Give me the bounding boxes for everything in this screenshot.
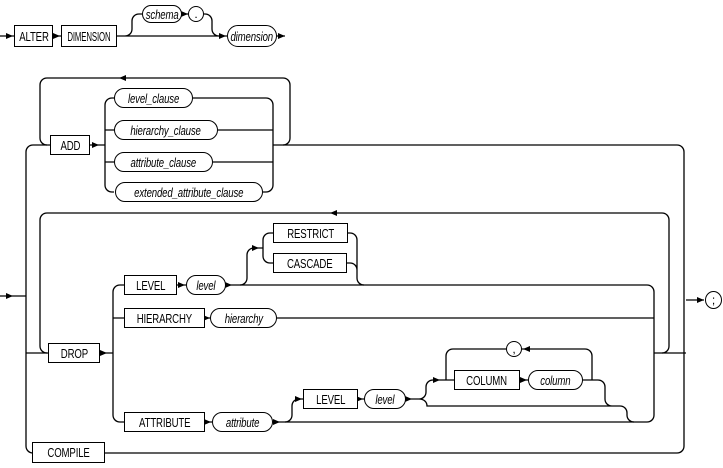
keyword-label: COLUMN <box>466 372 508 388</box>
variable-schema: schema <box>142 5 182 23</box>
keyword-box-column: COLUMN <box>454 370 520 390</box>
variable-label: hierarchy <box>224 310 263 326</box>
semicolon-label: ; <box>711 293 716 307</box>
keyword-box-dimension: DIMENSION <box>61 25 117 47</box>
add-branch-lines <box>90 97 274 193</box>
keyword-label: ALTER <box>18 28 49 44</box>
keyword-box-level: LEVEL <box>124 275 177 295</box>
keyword-box-level-2: LEVEL <box>303 389 358 409</box>
dot-label: . <box>194 7 198 21</box>
variable-hierarchy-clause: hierarchy_clause <box>114 120 218 140</box>
keyword-box-hierarchy: HIERARCHY <box>124 308 205 328</box>
add-loop-line <box>39 77 291 146</box>
variable-label: level_clause <box>127 90 180 106</box>
keyword-label: HIERARCHY <box>136 310 193 326</box>
variable-level: level <box>186 275 226 295</box>
keyword-label: RESTRICT <box>287 225 334 241</box>
variable-label: level <box>375 391 395 407</box>
keyword-box-alter: ALTER <box>14 25 53 47</box>
variable-label: attribute <box>225 414 260 430</box>
arrowheads <box>6 11 704 425</box>
semicolon-terminal: ; <box>705 291 722 309</box>
drop-loop-line <box>39 212 670 354</box>
variable-level-clause: level_clause <box>114 88 193 108</box>
variable-hierarchy: hierarchy <box>210 308 277 328</box>
keyword-box-add: ADD <box>50 135 90 155</box>
variable-label: dimension <box>230 28 274 44</box>
dot-terminal: . <box>188 6 204 22</box>
keyword-label: ADD <box>60 137 80 153</box>
keyword-label: LEVEL <box>315 391 346 407</box>
variable-attribute-clause: attribute_clause <box>114 152 213 172</box>
keyword-label: DIMENSION <box>67 28 111 44</box>
variable-label: level <box>196 277 216 293</box>
keyword-box-attribute: ATTRIBUTE <box>124 412 205 432</box>
keyword-box-cascade: CASCADE <box>273 253 347 273</box>
variable-extended-attribute-clause: extended_attribute_clause <box>115 182 263 202</box>
comma-terminal: , <box>506 341 522 357</box>
keyword-label: ATTRIBUTE <box>138 414 191 430</box>
variable-label: hierarchy_clause <box>130 122 202 138</box>
variable-level-2: level <box>364 389 406 409</box>
variable-label: attribute_clause <box>130 154 197 170</box>
keyword-box-compile: COMPILE <box>32 442 105 463</box>
variable-label: schema <box>145 6 179 22</box>
keyword-box-restrict: RESTRICT <box>273 223 348 243</box>
keyword-label: DROP <box>60 345 88 361</box>
comma-label: , <box>512 342 516 356</box>
variable-column: column <box>528 370 583 390</box>
variable-label: column <box>540 372 571 388</box>
keyword-label: CASCADE <box>287 255 333 271</box>
column-loop-line <box>445 348 593 380</box>
keyword-box-drop: DROP <box>48 343 100 363</box>
variable-attribute: attribute <box>212 412 273 432</box>
restrict-cascade-lines <box>239 232 365 286</box>
keyword-label: COMPILE <box>47 445 90 460</box>
variable-label: extended_attribute_clause <box>134 184 244 200</box>
variable-dimension: dimension <box>227 25 277 47</box>
keyword-label: LEVEL <box>135 277 166 293</box>
